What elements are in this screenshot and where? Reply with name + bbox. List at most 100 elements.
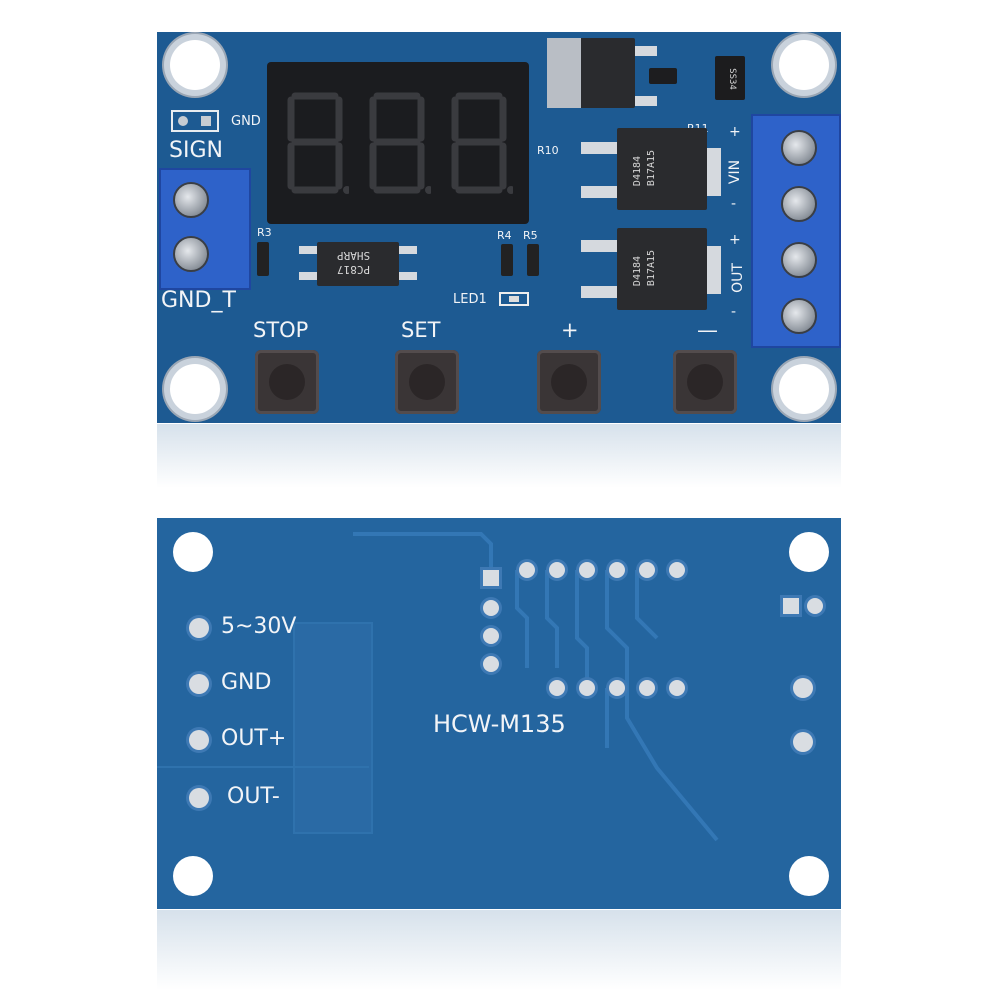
mounting-hole bbox=[173, 532, 213, 572]
diode-ss34: SS34 bbox=[715, 56, 745, 100]
solder-pad bbox=[189, 788, 209, 808]
out-plus-back-label: OUT+ bbox=[221, 726, 287, 751]
terminal-screw bbox=[781, 130, 817, 166]
mosfet-1-marking: D4184 B17A15 bbox=[632, 149, 658, 187]
mosfet-chip-1: D4184 B17A15 bbox=[617, 128, 707, 210]
back-reflection bbox=[157, 910, 841, 990]
solder-pad bbox=[483, 570, 499, 586]
chip-pin bbox=[581, 240, 617, 252]
seven-segment-display bbox=[267, 62, 529, 224]
terminal-screw bbox=[173, 236, 209, 272]
terminal-screw bbox=[781, 242, 817, 278]
resistor-r5 bbox=[527, 244, 539, 276]
mounting-hole bbox=[170, 364, 220, 414]
plus-button[interactable] bbox=[537, 350, 601, 414]
plus-button-label: + bbox=[561, 318, 579, 342]
vin-label: VIN bbox=[727, 159, 744, 185]
gnd-label: GND bbox=[221, 670, 272, 695]
solder-pad bbox=[793, 732, 813, 752]
resistor-r3 bbox=[257, 242, 269, 276]
pcb-traces bbox=[353, 532, 719, 842]
smd-component bbox=[649, 68, 677, 84]
chip-pin bbox=[581, 286, 617, 298]
stop-button[interactable] bbox=[255, 350, 319, 414]
r3-label: R3 bbox=[257, 226, 272, 239]
display-digit bbox=[369, 92, 431, 194]
mounting-hole bbox=[789, 856, 829, 896]
r10-label: R10 bbox=[537, 144, 559, 157]
solder-pad bbox=[483, 628, 499, 644]
out-minus-label: - bbox=[731, 304, 737, 320]
solder-pad bbox=[549, 562, 565, 578]
copper-zone bbox=[293, 622, 373, 834]
solder-pad bbox=[609, 680, 625, 696]
solder-pad bbox=[793, 678, 813, 698]
led-indicator bbox=[499, 292, 529, 306]
set-button-label: SET bbox=[401, 318, 441, 342]
chip-pin bbox=[635, 46, 657, 56]
ss34-label: SS34 bbox=[726, 68, 737, 90]
solder-pad bbox=[519, 562, 535, 578]
chip-pin bbox=[707, 246, 721, 294]
copper-zone-edge bbox=[157, 766, 369, 838]
stop-button-label: STOP bbox=[253, 318, 309, 342]
input-terminal-block bbox=[159, 168, 251, 290]
chip-pin bbox=[707, 148, 721, 196]
minus-button-label: — bbox=[697, 318, 718, 342]
out-plus-label: + bbox=[729, 232, 741, 248]
mounting-hole bbox=[779, 364, 829, 414]
display-digit bbox=[451, 92, 513, 194]
mosfet-2-marking: D4184 B17A15 bbox=[632, 249, 658, 287]
solder-pad bbox=[669, 562, 685, 578]
optocoupler-marking: PC817 SHARP bbox=[337, 249, 371, 276]
chip-pin bbox=[399, 272, 417, 280]
gnd-t-label: GND_T bbox=[161, 288, 236, 313]
set-button[interactable] bbox=[395, 350, 459, 414]
solder-pad bbox=[483, 656, 499, 672]
chip-pin bbox=[299, 272, 317, 280]
vin-minus-label: - bbox=[731, 196, 737, 212]
pcb-front: GND SIGN GND_T R3 PC817 SH bbox=[157, 32, 841, 423]
r4-label: R4 bbox=[497, 229, 512, 242]
terminal-screw bbox=[781, 186, 817, 222]
resistor-r4 bbox=[501, 244, 513, 276]
out-label: OUT bbox=[729, 263, 746, 293]
sign-label: SIGN bbox=[169, 138, 223, 163]
solder-pad bbox=[609, 562, 625, 578]
out-minus-back-label: OUT- bbox=[227, 784, 280, 809]
optocoupler-chip: PC817 SHARP bbox=[317, 242, 399, 286]
vin-plus-label: + bbox=[729, 124, 741, 140]
terminal-screw bbox=[173, 182, 209, 218]
display-digit bbox=[287, 92, 349, 194]
solder-pad bbox=[639, 562, 655, 578]
solder-pad bbox=[189, 674, 209, 694]
solder-pad bbox=[783, 598, 799, 614]
solder-pad bbox=[639, 680, 655, 696]
chip-pin bbox=[299, 246, 317, 254]
chip-pin bbox=[581, 142, 617, 154]
chip-pin bbox=[399, 246, 417, 254]
mounting-hole bbox=[779, 40, 829, 90]
chip-pin bbox=[581, 186, 617, 198]
mosfet-chip-2: D4184 B17A15 bbox=[617, 228, 707, 310]
r5-label: R5 bbox=[523, 229, 538, 242]
minus-button[interactable] bbox=[673, 350, 737, 414]
mounting-hole bbox=[789, 532, 829, 572]
solder-pad bbox=[669, 680, 685, 696]
voltage-regulator-chip bbox=[547, 38, 635, 108]
mounting-hole bbox=[173, 856, 213, 896]
front-reflection bbox=[157, 424, 841, 488]
chip-pin bbox=[635, 96, 657, 106]
solder-pad bbox=[807, 598, 823, 614]
solder-pad bbox=[579, 562, 595, 578]
pcb-back: 5~30V GND OUT+ OUT- HCW-M135 bbox=[157, 518, 841, 909]
led1-label: LED1 bbox=[453, 292, 487, 307]
power-terminal-block bbox=[751, 114, 841, 348]
jumper-header bbox=[171, 110, 219, 132]
gnd-pin-label: GND bbox=[231, 114, 261, 129]
solder-pad bbox=[189, 618, 209, 638]
solder-pad bbox=[549, 680, 565, 696]
solder-pad bbox=[189, 730, 209, 750]
mounting-hole bbox=[170, 40, 220, 90]
solder-pad bbox=[579, 680, 595, 696]
